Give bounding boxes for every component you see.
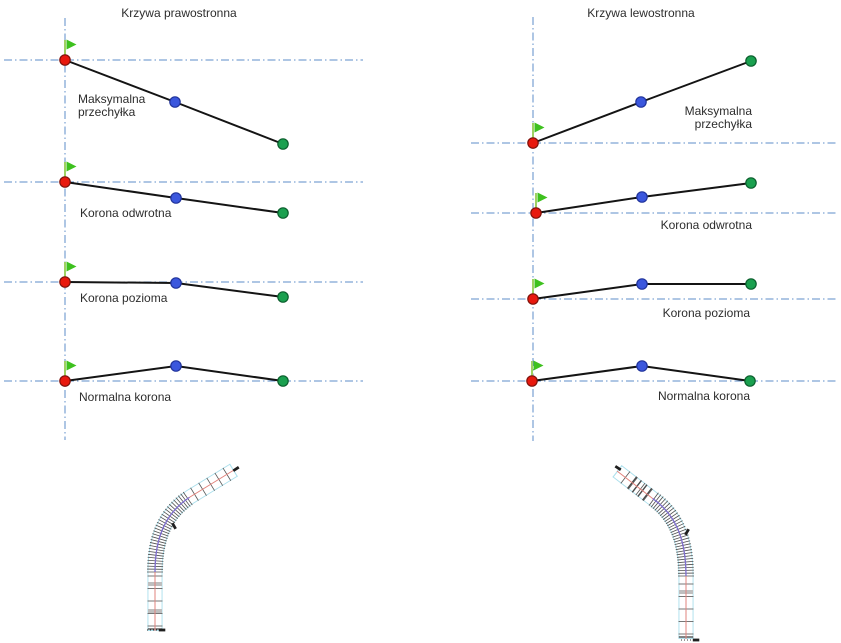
section-label-normal-crown: Normalna korona — [657, 389, 750, 403]
flag-icon[interactable] — [537, 192, 548, 203]
flag-icon[interactable] — [66, 39, 77, 50]
blue-grip-point[interactable] — [636, 278, 648, 290]
flag-icon[interactable] — [66, 261, 77, 272]
green-grip-point[interactable] — [277, 138, 289, 150]
station-marker — [692, 638, 700, 642]
road-centerline — [154, 469, 235, 631]
station-marker — [171, 522, 177, 530]
station-marker — [684, 528, 690, 536]
red-grip-point[interactable] — [526, 375, 538, 387]
section-label-level-crown: Korona pozioma — [662, 306, 750, 320]
blue-grip-point[interactable] — [169, 96, 181, 108]
section-label-reverse-crown: Korona odwrotna — [80, 206, 172, 220]
section-label-max-superelevation: Maksymalna przechyłka — [78, 92, 146, 119]
blue-grip-point[interactable] — [636, 360, 648, 372]
road-surface — [612, 465, 693, 639]
flag-icon[interactable] — [533, 360, 544, 371]
flag-icon[interactable] — [534, 122, 545, 133]
red-grip-point[interactable] — [527, 137, 539, 149]
blue-grip-point[interactable] — [636, 191, 648, 203]
blue-grip-point[interactable] — [635, 96, 647, 108]
red-grip-point[interactable] — [59, 176, 71, 188]
red-grip-point[interactable] — [59, 375, 71, 387]
blue-grip-point[interactable] — [170, 277, 182, 289]
panel-title-right-curve: Krzywa prawostronna — [121, 6, 237, 20]
green-grip-point[interactable] — [744, 375, 756, 387]
green-grip-point[interactable] — [745, 278, 757, 290]
green-grip-point[interactable] — [745, 55, 757, 67]
flag-icon[interactable] — [534, 278, 545, 289]
green-grip-point[interactable] — [277, 291, 289, 303]
green-grip-point[interactable] — [745, 177, 757, 189]
blue-grip-point[interactable] — [170, 360, 182, 372]
red-grip-point[interactable] — [530, 207, 542, 219]
road-transition-centerline — [154, 469, 235, 631]
section-label-level-crown: Korona pozioma — [80, 291, 168, 305]
red-grip-point[interactable] — [527, 293, 539, 305]
station-marker — [158, 628, 166, 632]
panel-title-left-curve: Krzywa lewostronna — [587, 6, 695, 20]
green-grip-point[interactable] — [277, 207, 289, 219]
station-marker — [614, 465, 622, 471]
red-grip-point[interactable] — [59, 54, 71, 66]
road-transition-centerline — [616, 470, 687, 639]
section-label-normal-crown: Normalna korona — [79, 390, 172, 404]
blue-grip-point[interactable] — [170, 192, 182, 204]
flag-icon[interactable] — [66, 161, 77, 172]
station-marker — [232, 466, 240, 472]
flag-icon[interactable] — [66, 360, 77, 371]
section-label-reverse-crown: Korona odwrotna — [660, 218, 752, 232]
section-label-max-superelevation: Maksymalna przechyłka — [684, 104, 752, 131]
green-grip-point[interactable] — [277, 375, 289, 387]
red-grip-point[interactable] — [59, 276, 71, 288]
